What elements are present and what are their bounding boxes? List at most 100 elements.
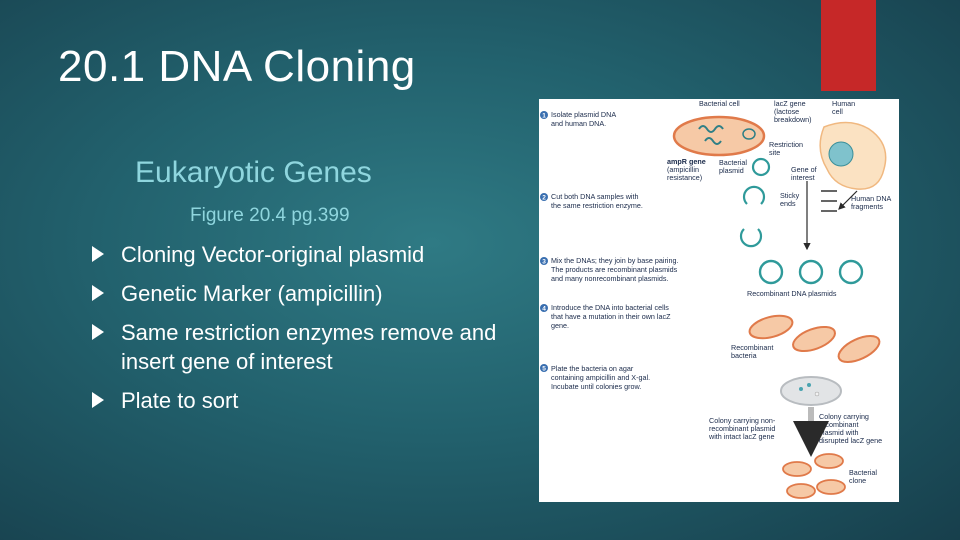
step-text: the same restriction enzyme.	[551, 201, 643, 210]
label-ampr-gene: resistance)	[667, 173, 702, 182]
bullet-list: Cloning Vector-original plasmid Genetic …	[92, 240, 512, 425]
label-lacz-gene: lacZ gene	[774, 99, 806, 108]
step-text: Plate the bacteria on agar	[551, 364, 634, 373]
accent-bar	[821, 0, 876, 91]
step-3: 3 Mix the DNAs; they join by base pairin…	[540, 256, 678, 283]
colony-dot	[814, 391, 820, 397]
step-text: Introduce the DNA into bacterial cells	[551, 303, 669, 312]
label-colony-nonrecombinant: recombinant plasmid	[709, 424, 775, 433]
label-restriction-site: Restriction	[769, 140, 803, 149]
step-number: 3	[542, 258, 546, 265]
cut-plasmid	[739, 228, 763, 248]
label-sticky-ends: ends	[780, 199, 796, 208]
clone-bacterium	[814, 453, 844, 469]
label-bacterial-cell: Bacterial cell	[699, 99, 740, 108]
bullet-item: Cloning Vector-original plasmid	[92, 240, 512, 269]
slide-title: 20.1 DNA Cloning	[58, 42, 416, 91]
label-human-dna: Human DNA	[851, 194, 892, 203]
step-number-badge	[540, 304, 548, 312]
clone-bacterium	[786, 483, 816, 499]
step-text: Cut both DNA samples with	[551, 192, 639, 201]
plasmid-ring	[751, 157, 771, 177]
label-colony-nonrecombinant: Colony carrying non-	[709, 416, 776, 425]
recombinant-bacterium	[792, 325, 836, 353]
slide-subtitle: Eukaryotic Genes	[135, 156, 372, 189]
label-bacterial-plasmid: plasmid	[719, 166, 744, 175]
step-text: The products are recombinant plasmids	[551, 265, 678, 274]
label-gene-of-interest: interest	[791, 173, 815, 182]
cut-plasmid	[742, 185, 766, 205]
label-recombinant-bacteria: bacteria	[731, 351, 757, 360]
label-colony-recombinant: Colony carrying	[819, 412, 869, 421]
step-number-badge	[540, 257, 548, 265]
label-recombinant-bacteria: Recombinant	[731, 343, 773, 352]
label-colony-nonrecombinant: with intact lacZ gene	[708, 432, 775, 441]
label-bacterial-clone: clone	[849, 476, 866, 485]
bullet-text: Same restriction enzymes remove and inse…	[121, 320, 497, 374]
label-colony-recombinant: disrupted lacZ gene	[819, 436, 882, 445]
step-number-badge	[540, 364, 548, 372]
step-number-badge	[540, 193, 548, 201]
clone-bacterium	[816, 479, 846, 495]
bacterial-chromosome	[698, 125, 724, 145]
step-text: Isolate plasmid DNA	[551, 110, 616, 119]
step-1: 1 Isolate plasmid DNA and human DNA.	[540, 110, 616, 128]
cloning-figure: 1 Isolate plasmid DNA and human DNA. 2 C…	[539, 99, 899, 502]
label-bacterial-plasmid: Bacterial	[719, 158, 747, 167]
step-number: 4	[542, 305, 546, 312]
step-text: that have a mutation in their own lacZ	[551, 312, 671, 321]
plasmid-in-cell	[742, 128, 756, 140]
bacterial-cell-shape	[672, 115, 766, 157]
label-lacz-gene: (lactose	[774, 107, 799, 116]
step-text: Mix the DNAs; they join by base pairing.	[551, 256, 678, 265]
step-5: 5 Plate the bacteria on agar containing …	[540, 364, 650, 391]
bullet-item: Genetic Marker (ampicillin)	[92, 279, 512, 308]
recombinant-bacterium	[837, 335, 881, 363]
step-text: and many nonrecombinant plasmids.	[551, 274, 668, 283]
bullet-arrow-icon	[92, 285, 104, 301]
step-number: 5	[542, 365, 546, 372]
label-human-cell: cell	[832, 107, 843, 116]
human-cell-nucleus	[828, 141, 854, 167]
label-human-cell: Human	[832, 99, 855, 108]
bullet-text: Cloning Vector-original plasmid	[121, 242, 425, 267]
step-text: and human DNA.	[551, 119, 606, 128]
step-number: 1	[542, 112, 546, 119]
bullet-text: Plate to sort	[121, 388, 239, 413]
step-2: 2 Cut both DNA samples with the same res…	[540, 192, 643, 210]
recombinant-bacterium	[748, 314, 794, 340]
petri-dish	[780, 376, 842, 406]
step-text: Incubate until colonies grow.	[551, 382, 641, 391]
label-recombinant-plasmids: Recombinant DNA plasmids	[747, 289, 837, 298]
label-human-dna: fragments	[851, 202, 883, 211]
label-ampr-gene: (ampicillin	[667, 165, 699, 174]
step-4: 4 Introduce the DNA into bacterial cells…	[540, 303, 671, 330]
bullet-item: Plate to sort	[92, 386, 512, 415]
label-ampr-gene: ampR gene	[667, 157, 706, 166]
label-colony-recombinant: plasmid with	[819, 428, 859, 437]
recombinant-plasmid	[798, 259, 824, 285]
label-restriction-site: site	[769, 148, 780, 157]
step-number-badge	[540, 111, 548, 119]
cloning-diagram: 1 Isolate plasmid DNA and human DNA. 2 C…	[540, 99, 892, 499]
colony-dot	[807, 383, 811, 387]
bullet-text: Genetic Marker (ampicillin)	[121, 281, 383, 306]
bullet-arrow-icon	[92, 246, 104, 262]
label-lacz-gene: breakdown)	[774, 115, 812, 124]
figure-reference: Figure 20.4 pg.399	[190, 205, 350, 226]
step-text: gene.	[551, 321, 569, 330]
step-text: containing ampicillin and X-gal.	[551, 373, 650, 382]
label-gene-of-interest: Gene of	[791, 165, 817, 174]
label-colony-recombinant: recombinant	[819, 420, 859, 429]
recombinant-plasmid	[838, 259, 864, 285]
label-sticky-ends: Sticky	[780, 191, 800, 200]
label-bacterial-clone: Bacterial	[849, 468, 877, 477]
recombinant-plasmid	[758, 259, 784, 285]
clone-bacterium	[782, 461, 812, 477]
bullet-item: Same restriction enzymes remove and inse…	[92, 318, 512, 376]
bullet-arrow-icon	[92, 392, 104, 408]
flow-arrow	[838, 190, 858, 210]
colony-dot	[799, 387, 803, 391]
step-number: 2	[542, 194, 546, 201]
bullet-arrow-icon	[92, 324, 104, 340]
